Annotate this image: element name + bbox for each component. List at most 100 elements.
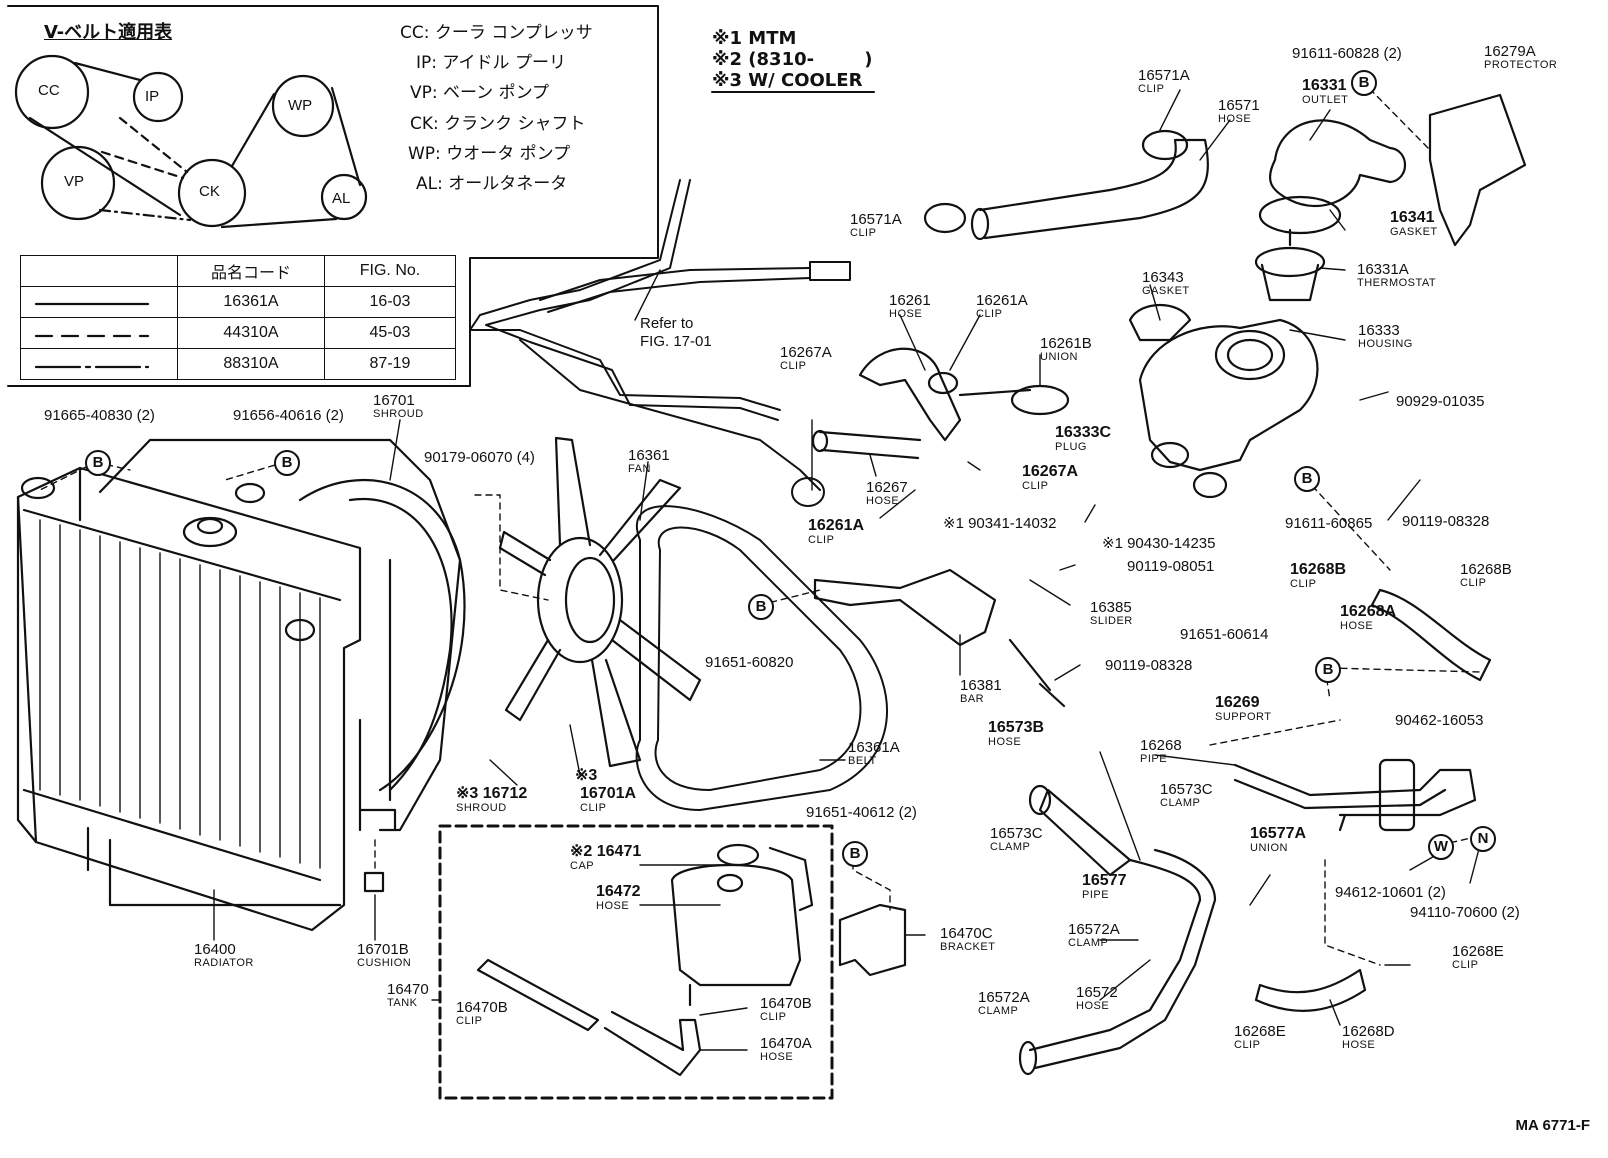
part-name: CLIP: [1290, 578, 1317, 590]
note-1: ※1 MTM: [712, 28, 797, 49]
pulley-label-wp: WP: [288, 97, 313, 114]
pulley-label-al: AL: [332, 190, 351, 207]
part-name: HOSE: [1342, 1039, 1376, 1051]
part-label-l21: ※1 90341-14032: [943, 516, 1057, 531]
part-name: CLIP: [1452, 959, 1479, 971]
part-name: SHROUD: [373, 408, 424, 420]
radiator-drawing: [16, 466, 362, 932]
legend-box-outline: [7, 5, 659, 387]
bar-drawing: [813, 568, 997, 647]
part-name: HOSE: [988, 736, 1022, 748]
part-number: 16261A: [808, 517, 865, 534]
shroud-drawing: [98, 438, 466, 893]
part-label-l58: 91651-40612 (2): [806, 805, 917, 820]
part-number: 16261B: [1040, 335, 1092, 352]
part-number: 16269: [1215, 694, 1260, 711]
belt-drawing: [635, 505, 888, 811]
part-number: 16571: [1218, 97, 1260, 114]
part-number: 94612-10601 (2): [1335, 884, 1446, 901]
part-name: HOSE: [1076, 1000, 1110, 1012]
part-number: 16701B: [357, 941, 409, 958]
part-number: 90929-01035: [1396, 393, 1485, 410]
part-number: 16470B: [760, 995, 812, 1012]
part-number: 16470A: [760, 1035, 812, 1052]
abbr-ck: CK: クランク シャフト: [410, 114, 586, 134]
table-cell: 16-03: [324, 286, 456, 318]
part-number: 16381: [960, 677, 1002, 694]
part-label-l40: 94612-10601 (2): [1335, 885, 1446, 900]
part-number: 91651-40612 (2): [806, 804, 917, 821]
part-name: CLIP: [1138, 83, 1165, 95]
part-number: 16261: [889, 292, 931, 309]
table-cell: 16361A: [177, 286, 325, 318]
part-number: 16571A: [1138, 67, 1190, 84]
bolt-90119-08328: [1008, 638, 1066, 708]
abbr-al: AL: オールタネータ: [416, 174, 568, 194]
part-number: 16572A: [1068, 921, 1120, 938]
part-label-l30: 90119-08328: [1105, 658, 1192, 673]
ref-marker-b: B: [1294, 466, 1320, 492]
part-name: BRACKET: [940, 941, 996, 953]
ref-marker-b: B: [274, 450, 300, 476]
part-number: 16343: [1142, 269, 1184, 286]
part-name: CLIP: [1460, 577, 1487, 589]
part-number: 16573C: [1160, 781, 1213, 798]
part-name: BELT: [848, 755, 877, 767]
part-name: PLUG: [1055, 441, 1087, 453]
part-number: 16267: [866, 479, 908, 496]
leader-lines-solid: [213, 89, 1481, 1051]
abbr-cc: CC: クーラ コンプレッサ: [400, 23, 593, 43]
ref-marker-b: B: [1315, 657, 1341, 683]
part-label-l23: 91611-60865: [1285, 516, 1372, 531]
part-number: 90119-08051: [1127, 558, 1215, 575]
part-number: 16268A: [1340, 603, 1397, 620]
hose-16261-drawing: [811, 347, 1070, 460]
part-number: 16470C: [940, 925, 993, 942]
belt-legend: V-ベルト適用表 CC: クーラ コンプレッサ IP: アイドル プーリ VP:…: [8, 6, 658, 386]
part-name: RADIATOR: [194, 957, 254, 969]
outlet-16331-drawing: [1258, 93, 1527, 247]
part-label-l3: 91611-60828 (2): [1292, 46, 1402, 61]
part-number: 91611-60865: [1285, 515, 1373, 532]
table-header: [20, 255, 178, 287]
refer-note: Refer to FIG. 17-01: [640, 315, 712, 351]
part-number: 91665-40830 (2): [44, 407, 155, 424]
part-name: THERMOSTAT: [1357, 277, 1437, 289]
part-name: CLIP: [1022, 480, 1049, 492]
part-name: SHROUD: [456, 802, 507, 814]
part-name: GASKET: [1142, 285, 1190, 297]
part-label-l29: 91651-60614: [1180, 627, 1268, 642]
pipe-16268-drawing: [1233, 758, 1477, 832]
hose-16268A-drawing: [1370, 588, 1492, 682]
part-number: 16341: [1390, 209, 1435, 226]
part-number: 16268D: [1342, 1023, 1395, 1040]
part-number: 16268E: [1452, 943, 1504, 960]
part-number: 16261A: [976, 292, 1028, 309]
part-label-l15: 90929-01035: [1396, 394, 1484, 409]
table-row: 16361A 16-03: [20, 286, 456, 318]
table-header-row: 品名コード FIG. No.: [20, 255, 456, 287]
part-label-l48: 91665-40830 (2): [44, 408, 155, 423]
table-header: FIG. No.: [324, 255, 456, 287]
